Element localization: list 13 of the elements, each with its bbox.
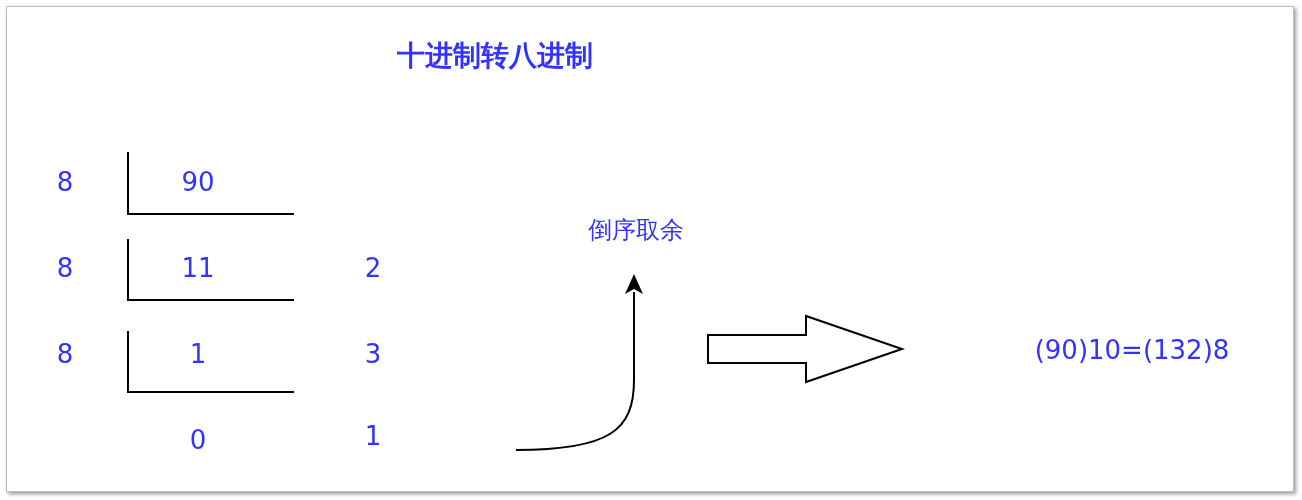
quotient: 1 <box>189 339 207 369</box>
divisor: 8 <box>56 339 74 369</box>
note-text: 倒序取余 <box>588 215 684 246</box>
remainder: 1 <box>364 421 382 451</box>
quotient: 11 <box>181 253 215 283</box>
remainder: 2 <box>364 253 382 283</box>
title: 十进制转八进制 <box>397 38 593 74</box>
divisor: 8 <box>56 253 74 283</box>
remainder: 3 <box>364 339 382 369</box>
dividend: 90 <box>181 167 215 197</box>
divisor: 8 <box>56 167 74 197</box>
quotient: 0 <box>189 425 207 455</box>
result-equation: (90)10=(132)8 <box>1034 335 1230 365</box>
